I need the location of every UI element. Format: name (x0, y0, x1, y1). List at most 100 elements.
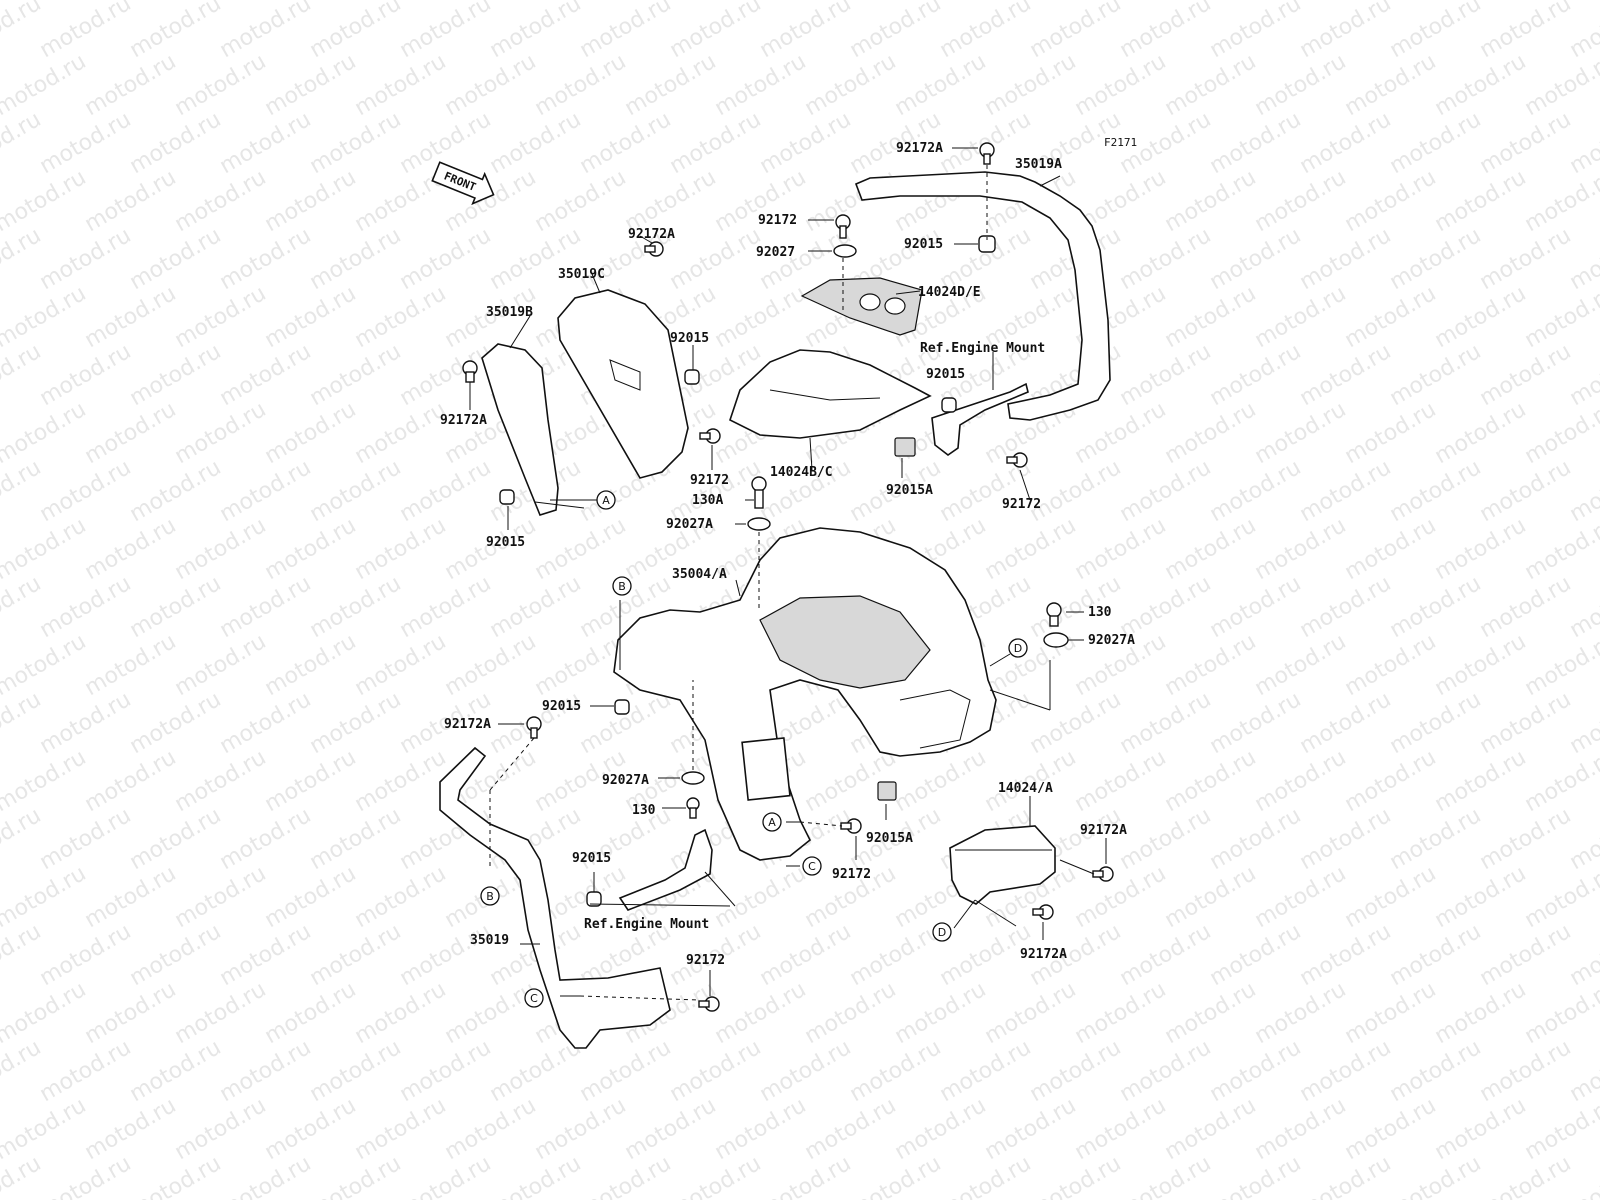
watermark-text: motod.ru (1251, 745, 1351, 817)
watermark-text: motod.ru (1386, 919, 1486, 991)
watermark-text: motod.ru (846, 919, 946, 991)
watermark-text: motod.ru (171, 513, 271, 585)
watermark-text: motod.ru (1566, 803, 1600, 875)
watermark-text: motod.ru (1431, 745, 1531, 817)
watermark-text: motod.ru (1206, 223, 1306, 295)
watermark-text: motod.ru (981, 977, 1081, 1049)
watermark-text: motod.ru (1296, 1035, 1396, 1107)
watermark-text: motod.ru (891, 977, 991, 1049)
watermark-text: motod.ru (1296, 339, 1396, 411)
label-92015-left: 92015 (486, 535, 525, 550)
watermark-text: motod.ru (1566, 1151, 1600, 1200)
watermark-text: motod.ru (936, 1151, 1036, 1200)
watermark-text: motod.ru (1341, 513, 1441, 585)
watermark-text: motod.ru (351, 281, 451, 353)
engine-mount-bracket-top (931, 382, 1029, 456)
watermark-text: motod.ru (1251, 165, 1351, 237)
svg-text:C: C (530, 992, 538, 1005)
watermark-text: motod.ru (351, 861, 451, 933)
watermark-text: motod.ru (1026, 1151, 1126, 1200)
watermark-text: motod.ru (981, 1093, 1081, 1165)
label-92172-right: 92172 (1002, 497, 1041, 512)
label-130-right: 130 (1088, 605, 1112, 620)
watermark-text: motod.ru (216, 1151, 316, 1200)
watermark-text: motod.ru (81, 165, 181, 237)
bolt-130-lower (686, 797, 700, 819)
watermark-text: motod.ru (441, 1093, 541, 1165)
watermark-text: motod.ru (576, 1035, 676, 1107)
watermark-text: motod.ru (1566, 919, 1600, 991)
watermark-text: motod.ru (1341, 165, 1441, 237)
label-92172-top: 92172 (758, 213, 797, 228)
part-35019B (481, 343, 559, 516)
watermark-text: motod.ru (216, 687, 316, 759)
watermark-text: motod.ru (81, 629, 181, 701)
label-92172A-35019C: 92172A (628, 227, 675, 242)
watermark-text: motod.ru (1476, 223, 1576, 295)
watermark-text: motod.ru (1296, 919, 1396, 991)
label-14024DE: 14024D/E (918, 285, 981, 300)
bolt-92172-right (1006, 452, 1028, 468)
watermark-text: motod.ru (36, 339, 136, 411)
watermark-text: motod.ru (351, 629, 451, 701)
callout-c-lower: C (802, 856, 822, 876)
watermark-text: motod.ru (36, 919, 136, 991)
nut-92015-fender (614, 699, 630, 715)
label-92172A-right-lower: 92172A (1080, 823, 1127, 838)
watermark-text: motod.ru (891, 49, 991, 121)
watermark-text: motod.ru (306, 107, 406, 179)
watermark-text: motod.ru (1476, 1035, 1576, 1107)
washer-92027A-lower (681, 771, 705, 785)
watermark-text: motod.ru (306, 339, 406, 411)
watermark-text: motod.ru (801, 745, 901, 817)
bolt-92172-top (835, 214, 851, 239)
watermark-text: motod.ru (126, 1035, 226, 1107)
watermark-text: motod.ru (216, 0, 316, 63)
watermark-text: motod.ru (306, 571, 406, 643)
watermark-text: motod.ru (486, 571, 586, 643)
washer-92027A-right (1043, 632, 1069, 648)
watermark-text: motod.ru (1161, 629, 1261, 701)
label-92027A-right: 92027A (1088, 633, 1135, 648)
watermark-text: motod.ru (81, 281, 181, 353)
watermark-text: motod.ru (1071, 861, 1171, 933)
watermark-text: motod.ru (1206, 339, 1306, 411)
watermark-text: motod.ru (1161, 165, 1261, 237)
watermark-text: motod.ru (81, 513, 181, 585)
watermark-text: motod.ru (711, 281, 811, 353)
label-92172-lower: 92172 (832, 867, 871, 882)
watermark-text: motod.ru (621, 49, 721, 121)
watermark-text: motod.ru (1296, 1151, 1396, 1200)
watermark-text: motod.ru (1566, 455, 1600, 527)
watermark-text: motod.ru (171, 281, 271, 353)
watermark-text: motod.ru (936, 1035, 1036, 1107)
watermark-text: motod.ru (891, 1093, 991, 1165)
part-35019A (854, 171, 1111, 421)
watermark-text: motod.ru (1116, 1035, 1216, 1107)
watermark-text: motod.ru (171, 1093, 271, 1165)
watermark-text: motod.ru (261, 1093, 361, 1165)
watermark-text: motod.ru (1566, 223, 1600, 295)
watermark-text: motod.ru (666, 1151, 766, 1200)
watermark-text: motod.ru (126, 0, 226, 63)
bolt-92172-lower (840, 818, 862, 834)
watermark-text: motod.ru (171, 629, 271, 701)
watermark-text: motod.ru (486, 1035, 586, 1107)
watermark-text: motod.ru (1476, 571, 1576, 643)
watermark-text: motod.ru (306, 223, 406, 295)
part-labels: 92172A 35019A 92172 92027 92015 14024D/E… (440, 141, 1135, 968)
callout-d-right: D (1008, 638, 1028, 658)
label-92027A-lower: 92027A (602, 773, 649, 788)
watermark-text: motod.ru (261, 513, 361, 585)
watermark-text: motod.ru (396, 455, 496, 527)
watermark-text: motod.ru (1341, 281, 1441, 353)
watermark-text: motod.ru (1206, 1035, 1306, 1107)
watermark-text: motod.ru (216, 571, 316, 643)
watermark-text: motod.ru (1476, 339, 1576, 411)
watermark-text: motod.ru (1431, 165, 1531, 237)
watermark-text: motod.ru (981, 49, 1081, 121)
ref-engine-mount-bottom: Ref.Engine Mount (584, 917, 709, 932)
watermark-text: motod.ru (756, 1035, 856, 1107)
watermark-text: motod.ru (351, 397, 451, 469)
label-92172-bottom: 92172 (686, 953, 725, 968)
